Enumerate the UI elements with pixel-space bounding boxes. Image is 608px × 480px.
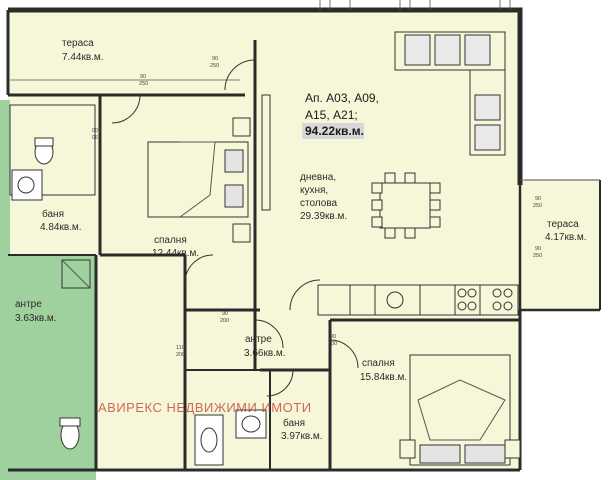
bedroom-left-area: 12.44кв.м.	[152, 248, 199, 259]
apartment-label-line2: А15, А21;	[305, 108, 358, 122]
svg-text:200: 200	[220, 318, 229, 324]
terrace-right-area: 4.17кв.м.	[545, 232, 587, 243]
living-name-3: столова	[300, 198, 338, 209]
neighbor-hall-name: антре	[15, 299, 42, 310]
svg-text:06: 06	[92, 135, 98, 141]
svg-text:90: 90	[222, 311, 228, 317]
bathroom-bottom-fixtures	[194, 409, 267, 466]
svg-text:90: 90	[212, 56, 218, 62]
svg-text:250: 250	[533, 253, 542, 259]
bathroom-left-area: 4.84кв.м.	[40, 222, 82, 233]
walls	[6, 7, 601, 472]
living-area: 29.39кв.м.	[300, 211, 347, 222]
bed-left	[147, 117, 251, 243]
svg-text:90: 90	[535, 246, 541, 252]
room-labels: тераса 7.44кв.м. баня 4.84кв.м. спалня 1…	[15, 38, 587, 442]
apartment-id-label: Ап. А03, А09, А15, А21; 94.22кв.м.	[302, 91, 379, 139]
terrace-right-name: тераса	[547, 219, 579, 230]
svg-text:110: 110	[176, 345, 185, 351]
hall-area: 3.66кв.м.	[244, 348, 286, 359]
svg-text:000: 000	[92, 128, 101, 134]
svg-text:90: 90	[535, 196, 541, 202]
svg-text:200: 200	[176, 352, 185, 358]
svg-text:250: 250	[139, 81, 148, 87]
bedroom-right-area: 15.84кв.м.	[360, 372, 407, 383]
dining-table	[371, 172, 441, 239]
living-name-1: дневна,	[300, 172, 336, 183]
bathroom-bottom-area: 3.97кв.м.	[281, 431, 323, 442]
svg-text:250: 250	[533, 203, 542, 209]
doors	[111, 59, 359, 397]
top-dimension-ticks	[319, 0, 511, 10]
apartment-area: 94.22кв.м.	[305, 124, 364, 138]
svg-text:200: 200	[328, 341, 337, 347]
terrace-top-name: тераса	[62, 38, 94, 49]
bathroom-left-name: баня	[42, 208, 64, 220]
kitchen-counter	[317, 284, 519, 316]
sofa	[394, 31, 506, 156]
watermark: АВИРЕКС НЕДВИЖИМИ ИМОТИ	[98, 400, 312, 415]
svg-text:90: 90	[330, 334, 336, 340]
neighbor-area	[0, 100, 96, 480]
bed-right	[399, 354, 521, 466]
neighbor-bathroom-fixtures	[59, 259, 91, 450]
bedroom-right-name: спалня	[362, 358, 395, 369]
bathroom-left-fixtures	[9, 104, 96, 201]
svg-text:250: 250	[210, 63, 219, 69]
hall-name: антре	[245, 334, 272, 345]
bedroom-left-name: спалня	[154, 235, 187, 246]
living-name-2: кухня,	[300, 185, 328, 196]
apartment-label-line1: Ап. А03, А09,	[305, 91, 379, 105]
wardrobe-left	[261, 94, 271, 211]
neighbor-hall-area: 3.63кв.м.	[15, 313, 57, 324]
bathroom-bottom-name: баня	[283, 417, 305, 429]
terrace-top-area: 7.44кв.м.	[62, 52, 104, 63]
terrace-top-rail	[10, 79, 600, 181]
svg-text:90: 90	[140, 74, 146, 80]
